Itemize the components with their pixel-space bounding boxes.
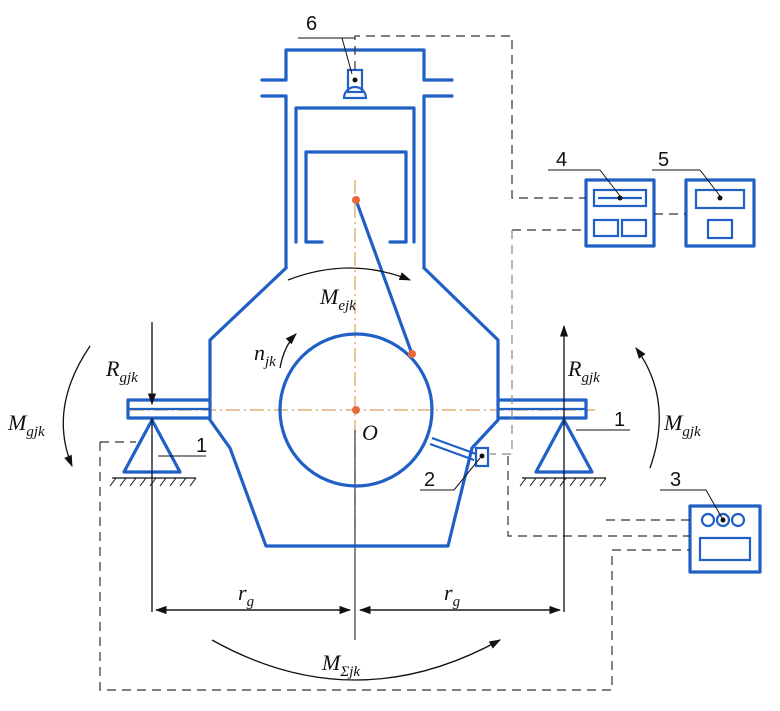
wire-1-to-3: [100, 442, 690, 690]
piston-pin-dot: [352, 196, 360, 204]
instrument-4: [586, 180, 654, 246]
cylinder-head-flange: [262, 96, 452, 268]
instrument-3-knob-3: [732, 514, 744, 526]
crank-pin-dot: [408, 350, 416, 358]
instrument-5: [686, 180, 754, 246]
label-total-moment: MΣjk: [321, 650, 360, 680]
rotation-arrow: [280, 334, 296, 368]
label-1-left: 1: [196, 435, 207, 457]
sensor-6-dot: [353, 78, 358, 83]
instrument-4-display-br: [622, 220, 646, 236]
label-rg-left: rg: [238, 580, 255, 610]
engine-moment-arrow: [288, 268, 410, 280]
instrument-4-dot: [618, 196, 623, 201]
instrument-3-screen: [700, 538, 750, 560]
label-moment-left: Mgjk: [7, 410, 45, 440]
leader-5-tip: [700, 170, 720, 196]
wire-6-to-4: [355, 36, 586, 198]
wire-2-to-3: [508, 456, 690, 536]
label-reaction-right: Rgjk: [567, 356, 600, 386]
instrument-5-dot: [718, 196, 723, 201]
leader-6-tip: [342, 38, 352, 74]
label-4: 4: [556, 149, 567, 171]
instrument-4-display-bl: [594, 220, 618, 236]
label-center-o: O: [362, 420, 378, 445]
label-engine-moment: Mejk: [319, 284, 356, 314]
label-rotation-speed: njk: [254, 340, 276, 370]
label-reaction-left: Rgjk: [105, 356, 138, 386]
label-3: 3: [670, 469, 681, 491]
support-left-hatch: [110, 478, 196, 486]
label-1-right: 1: [614, 409, 625, 431]
label-6: 6: [306, 13, 317, 35]
text-labels: 6 4 5 1 1 2 3 Mejk njk Rgjk Rgjk Mgjk Mg…: [7, 13, 701, 680]
sensor-6: [344, 70, 366, 98]
center-dot: [352, 406, 360, 414]
support-right-hatch: [520, 478, 606, 486]
instrument-5-button: [708, 220, 732, 238]
label-5: 5: [658, 149, 669, 171]
force-arrows: [63, 268, 659, 680]
instrument-3-knob-1: [702, 514, 714, 526]
cylinder-liner: [296, 108, 414, 242]
moment-arrow-right: [636, 348, 659, 468]
label-moment-right: Mgjk: [663, 410, 701, 440]
instrument-3-dot: [721, 518, 726, 523]
instrument-3: [690, 506, 760, 572]
label-rg-right: rg: [444, 580, 461, 610]
support-left: [110, 420, 196, 486]
moment-arrow-left: [63, 346, 90, 466]
wire-2-to-4: [488, 230, 512, 454]
sensor-2-dot: [480, 454, 485, 459]
leader-4-tip: [600, 170, 620, 196]
leader-lines: [158, 38, 722, 518]
signal-wires: [100, 36, 690, 690]
cylinder-head: [262, 50, 452, 80]
label-2: 2: [424, 469, 435, 491]
